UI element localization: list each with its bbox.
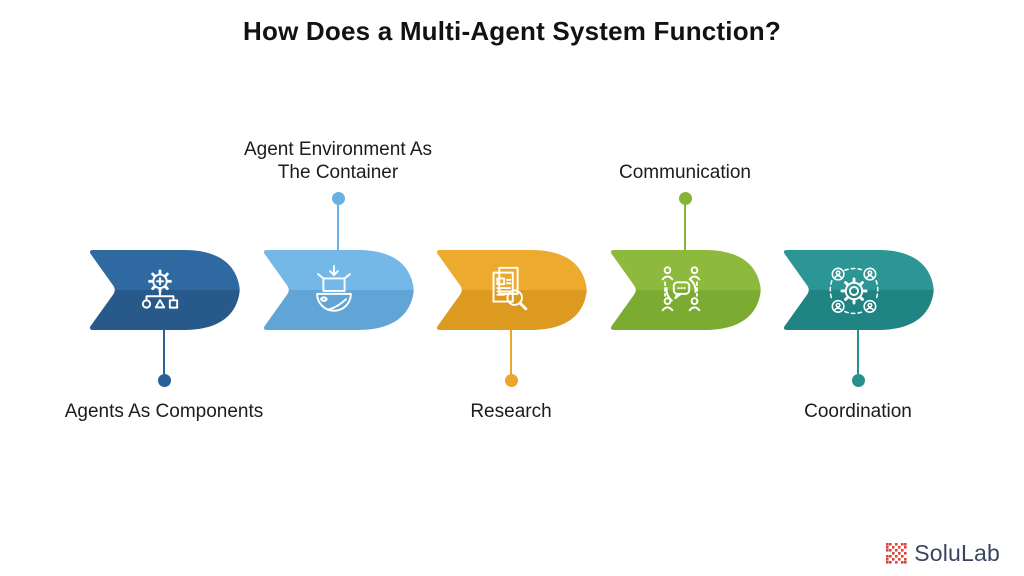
step-environment-container: Agent Environment As The Container [244,139,432,330]
connector-dot [678,192,692,205]
connector-line [336,205,340,250]
connector-dot [504,374,518,387]
solulab-logo-icon [886,543,907,564]
solulab-wordmark: SoluLab [914,540,1000,566]
coordination-icon [829,267,879,315]
step-label: Research [470,401,552,422]
step-coordination: Coordination [782,250,934,422]
research-icon [492,266,528,311]
connector-line [856,330,860,374]
environment-container-icon [316,264,352,312]
communication-icon [661,266,701,312]
connector-dot [331,192,345,205]
connector-dot [851,374,865,387]
chevron-shape [436,250,587,330]
connector-dot [157,374,171,387]
connector-line [683,205,687,250]
page-title: How Does a Multi-Agent System Function? [243,16,781,46]
step-communication: Communication [609,162,761,330]
step-agents-as-components: Agents As Components [65,250,263,422]
chevron-shape [610,250,761,330]
step-label: Agent Environment As The Container [244,139,432,183]
step-research: Research [435,250,587,422]
connector-line [509,330,513,374]
agents-as-components-icon [141,269,179,309]
step-label: Coordination [804,401,912,422]
chevron-shape [89,250,240,330]
connector-line [162,330,166,374]
solulab-logo: SoluLab [886,540,1000,567]
step-label: Communication [619,162,751,183]
step-label: Agents As Components [64,401,264,422]
